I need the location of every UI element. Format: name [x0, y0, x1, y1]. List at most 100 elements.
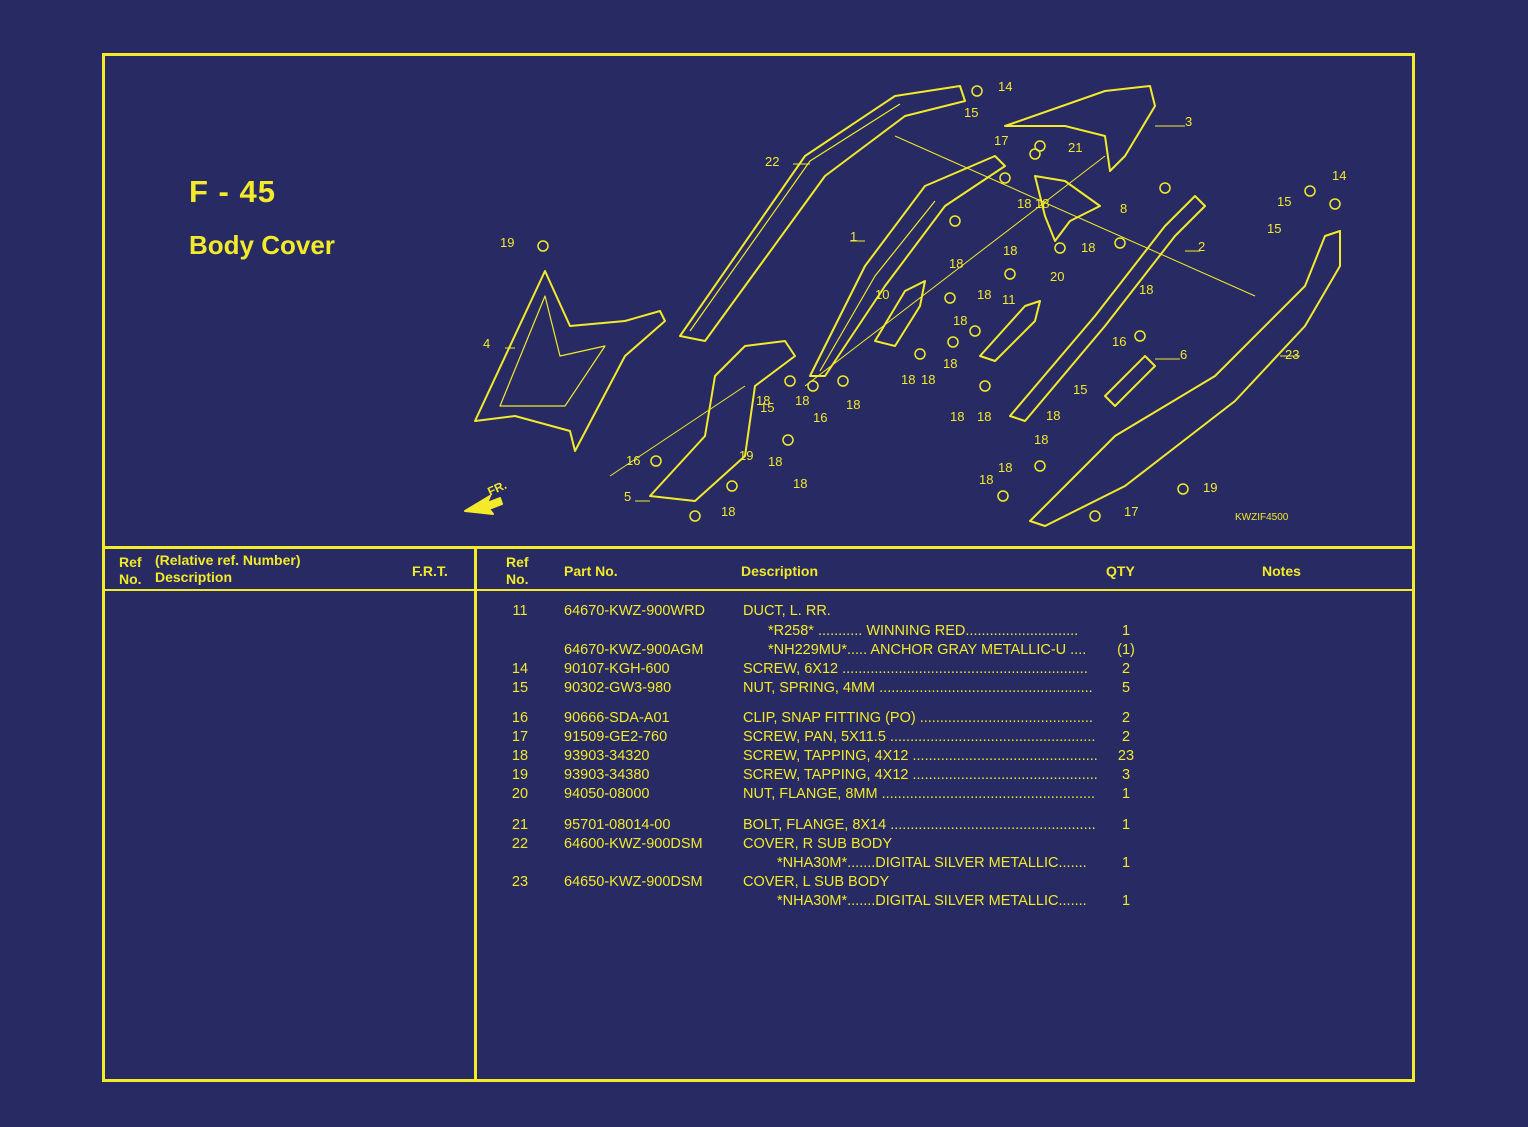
callout-label: 14 [998, 79, 1012, 94]
part-qty: 2 [1121, 661, 1131, 677]
part-3-shape [1004, 85, 1156, 172]
callout-label: 19 [739, 448, 753, 463]
callout-label: 6 [1180, 347, 1187, 362]
front-direction-arrow [464, 495, 503, 515]
divider-top [105, 546, 1412, 549]
part-ref: 20 [511, 786, 529, 802]
callout-label: 18 [1046, 408, 1060, 423]
part-10-shape [874, 280, 926, 347]
part-qty: 1 [1121, 786, 1131, 802]
part-22-shape [679, 85, 966, 342]
part-qty: 1 [1121, 623, 1131, 639]
part-ref: 17 [511, 729, 529, 745]
part-qty: 1 [1121, 893, 1131, 909]
part-22-inner [689, 103, 901, 332]
part-description: CLIP, SNAP FITTING (PO) ................… [743, 710, 1093, 726]
right-header-notes: Notes [1262, 563, 1301, 579]
divider-columns [474, 546, 477, 1079]
part-ref: 23 [511, 874, 529, 890]
callout-label: 18 [1081, 240, 1095, 255]
part-qty: (1) [1117, 642, 1135, 658]
callout-label: 16 [813, 410, 827, 425]
part-qty: 1 [1121, 817, 1131, 833]
part-description: SCREW, TAPPING, 4X12 ...................… [743, 767, 1098, 783]
callout-label: 18 [998, 460, 1012, 475]
callout-label: 16 [1112, 334, 1126, 349]
figure-title: Body Cover [189, 230, 335, 260]
part-description: NUT, FLANGE, 8MM .......................… [743, 786, 1096, 802]
part-description: SCREW, TAPPING, 4X12 ...................… [743, 748, 1098, 764]
callout-label: 18 [953, 313, 967, 328]
callout-label: 18 [793, 476, 807, 491]
callout-label: 18 [901, 372, 915, 387]
callout-label: 8 [1120, 201, 1127, 216]
part-part-no: 93903-34320 [564, 748, 650, 764]
part-description: SCREW, PAN, 5X11.5 .....................… [743, 729, 1096, 745]
callout-label: 19 [1203, 480, 1217, 495]
part-description: NUT, SPRING, 4MM .......................… [743, 680, 1093, 696]
part-part-no: 64670-KWZ-900AGM [564, 642, 704, 658]
callout-label: 23 [1285, 347, 1299, 362]
divider-header [105, 589, 1412, 591]
fastener-marks [537, 85, 1341, 522]
part-6-shape [1104, 355, 1156, 407]
callout-label: 15 [1073, 382, 1087, 397]
callout-label: 18 [768, 454, 782, 469]
callout-label: 18 [846, 397, 860, 412]
part-part-no: 93903-34380 [564, 767, 650, 783]
callout-label: 18 [795, 393, 809, 408]
part-ref: 22 [511, 836, 529, 852]
part-4-shape [474, 270, 666, 452]
callout-label: 18 [1139, 282, 1153, 297]
callout-label: 3 [1185, 114, 1192, 129]
callout-label: 5 [624, 489, 631, 504]
left-header-description: (Relative ref. Number) Description [155, 552, 301, 585]
leader-lines [505, 125, 1300, 502]
part-part-no: 90666-SDA-A01 [564, 710, 670, 726]
right-header-description: Description [741, 563, 819, 579]
part-part-no: 94050-08000 [564, 786, 650, 802]
part-ref: 16 [511, 710, 529, 726]
callout-label: 1 [850, 229, 857, 244]
right-header-ref: Ref No. [506, 554, 529, 587]
part-11-shape [979, 300, 1041, 362]
part-qty: 2 [1121, 729, 1131, 745]
part-ref: 11 [512, 603, 528, 619]
callout-label: 18 [979, 472, 993, 487]
right-header-qty: QTY [1106, 563, 1135, 579]
part-8-shape [1034, 175, 1101, 242]
callout-label: 18 [977, 409, 991, 424]
callout-label: 18 [756, 393, 770, 408]
part-1-inner [819, 200, 936, 372]
part-5-shape [649, 340, 796, 502]
part-ref: 14 [511, 661, 529, 677]
callout-label: 18 [1034, 432, 1048, 447]
part-part-no: 91509-GE2-760 [564, 729, 668, 745]
callout-label: 18 [949, 256, 963, 271]
callout-label: 10 [875, 287, 889, 302]
callout-label: 18 [950, 409, 964, 424]
part-description: BOLT, FLANGE, 8X14 .....................… [743, 817, 1096, 833]
part-description: SCREW, 6X12 ............................… [743, 661, 1088, 677]
part-4-inner [499, 295, 606, 407]
callout-label: 15 [760, 400, 774, 415]
part-description: DUCT, L. RR. [743, 603, 831, 619]
part-part-no: 95701-08014-00 [564, 817, 671, 833]
callout-label: 18 [921, 372, 935, 387]
part-description: *NHA30M*.......DIGITAL SILVER METALLIC..… [777, 855, 1087, 871]
part-part-no: 64650-KWZ-900DSM [564, 874, 703, 890]
callout-label: 18 [1003, 243, 1017, 258]
callout-label: 18 [977, 287, 991, 302]
callout-label: 18 [1035, 196, 1049, 211]
callout-label: 18 [1017, 196, 1031, 211]
part-description: COVER, R SUB BODY [743, 836, 893, 852]
callout-label: 15 [964, 105, 978, 120]
part-ref: 18 [511, 748, 529, 764]
part-description: *NH229MU*..... ANCHOR GRAY METALLIC-U ..… [768, 642, 1087, 658]
callout-label: 11 [1002, 292, 1016, 307]
part-qty: 3 [1121, 767, 1131, 783]
callout-label: 22 [765, 154, 779, 169]
part-part-no: 64670-KWZ-900WRD [564, 603, 706, 619]
